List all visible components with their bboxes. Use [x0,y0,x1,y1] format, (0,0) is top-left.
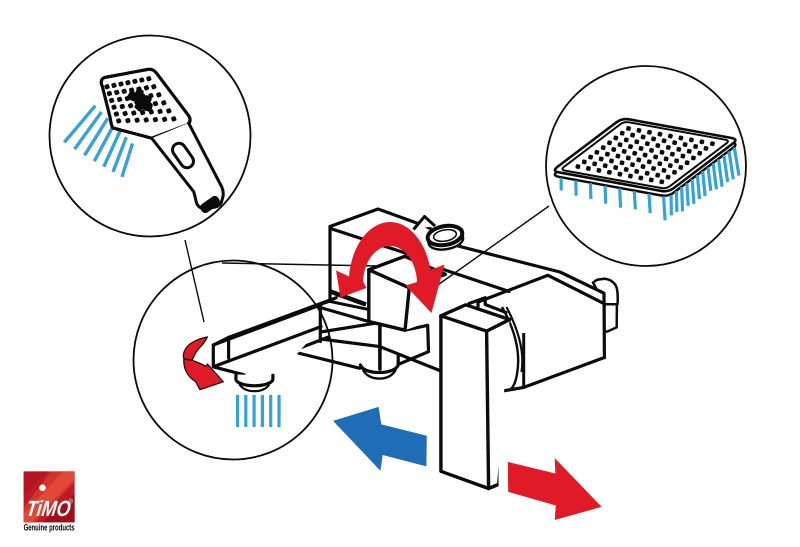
svg-text:Genuine products: Genuine products [24,523,75,533]
svg-text:®: ® [69,499,74,506]
svg-text:TiMO: TiMO [25,496,72,521]
